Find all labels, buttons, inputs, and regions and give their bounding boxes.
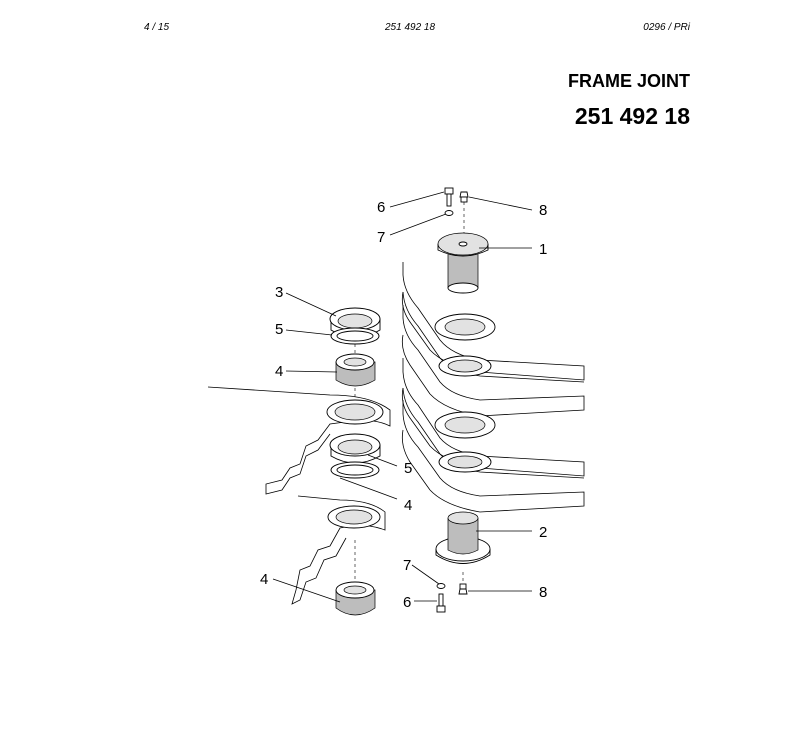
callout-5-upper: 5 (275, 321, 283, 338)
callout-1: 1 (539, 241, 547, 258)
callout-5-lower: 5 (404, 460, 412, 477)
callout-4-bottom: 4 (260, 571, 268, 588)
part-number: 251 492 18 (574, 103, 690, 129)
o-ring-5-upper (330, 327, 380, 345)
page-title: FRAME JOINT (567, 71, 690, 91)
callout-3: 3 (275, 284, 283, 301)
top-grease-nipple (459, 191, 469, 203)
top-washer (444, 210, 454, 216)
callout-2: 2 (539, 524, 547, 541)
leader-lines (272, 191, 533, 603)
bottom-washer (436, 583, 446, 589)
upper-bearing-cap (437, 232, 489, 294)
callout-8-top: 8 (539, 202, 547, 219)
callout-6-top: 6 (377, 199, 385, 216)
bearing-4-bottom (335, 581, 376, 616)
upper-frame-arm (401, 262, 585, 417)
revision-code: 0296 / PRi (643, 22, 690, 33)
left-frame-plate-lower (291, 495, 386, 605)
left-frame-plate-upper (207, 386, 391, 495)
bottom-bolt (436, 593, 446, 613)
page-indicator: 4 / 15 (144, 22, 170, 33)
seal-ring-lower (329, 433, 381, 464)
callout-8-bottom: 8 (539, 584, 547, 601)
lower-bearing-housing (435, 511, 491, 564)
bottom-grease-nipple (458, 583, 468, 595)
o-ring-5-lower (330, 461, 380, 479)
callout-4-middle: 4 (404, 497, 412, 514)
top-bolt (444, 187, 454, 207)
callout-7-top: 7 (377, 229, 385, 246)
callout-7-bottom: 7 (403, 557, 411, 574)
callout-6-bottom: 6 (403, 594, 411, 611)
lower-frame-arm (401, 358, 585, 513)
bearing-4-upper (335, 353, 376, 387)
callout-4-upper: 4 (275, 363, 283, 380)
document-number: 251 492 18 (385, 22, 436, 33)
